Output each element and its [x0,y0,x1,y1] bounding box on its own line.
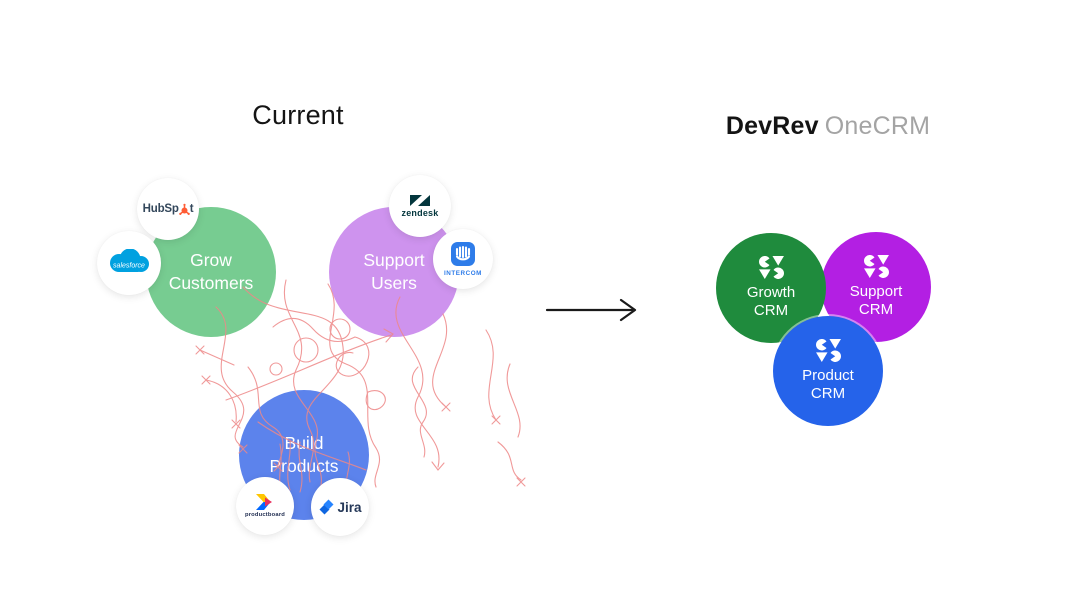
grow-customers-label: Grow Customers [168,249,254,293]
devrev-title-secondary: OneCRM [824,112,931,140]
salesforce-cloud-logo: salesforce [110,249,149,272]
devrev-logo-icon [758,255,784,279]
jira-wordmark: Jira [337,499,362,515]
zendesk-badge: zendesk [389,175,451,237]
salesforce-badge: salesforce [97,231,161,295]
zendesk-wordmark: zendesk [401,208,439,218]
tangled-lines-graphic [195,279,526,493]
jira-badge: Jira [311,478,369,536]
growth-crm-circle: Growth CRM [716,233,826,343]
support-crm-label: Support CRM [849,282,903,318]
current-section-title: Current [252,100,344,130]
support-users-label: Support Users [363,249,425,293]
product-crm-label: Product CRM [802,366,854,402]
transition-arrow-icon [545,298,637,322]
jira-logo: Jira [318,499,362,515]
productboard-wordmark: productboard [244,512,286,518]
salesforce-wordmark: salesforce [113,263,145,270]
build-products-label: Build Products [269,432,339,476]
hubspot-sprocket-icon [178,203,190,215]
product-crm-circle: Product CRM [773,316,883,426]
jira-logo-icon [319,499,334,515]
devrev-title-primary: DevRev [725,112,819,140]
growth-crm-label: Growth CRM [746,283,796,319]
devrev-logo-icon [863,254,889,278]
devrev-logo-icon [815,338,841,362]
intercom-logo-icon [451,242,475,266]
intercom-wordmark: INTERCOM [444,270,482,277]
zendesk-logo-icon [410,195,430,206]
productboard-logo-icon [256,494,272,510]
productboard-badge: productboard [236,477,294,535]
intercom-badge: INTERCOM [433,229,493,289]
